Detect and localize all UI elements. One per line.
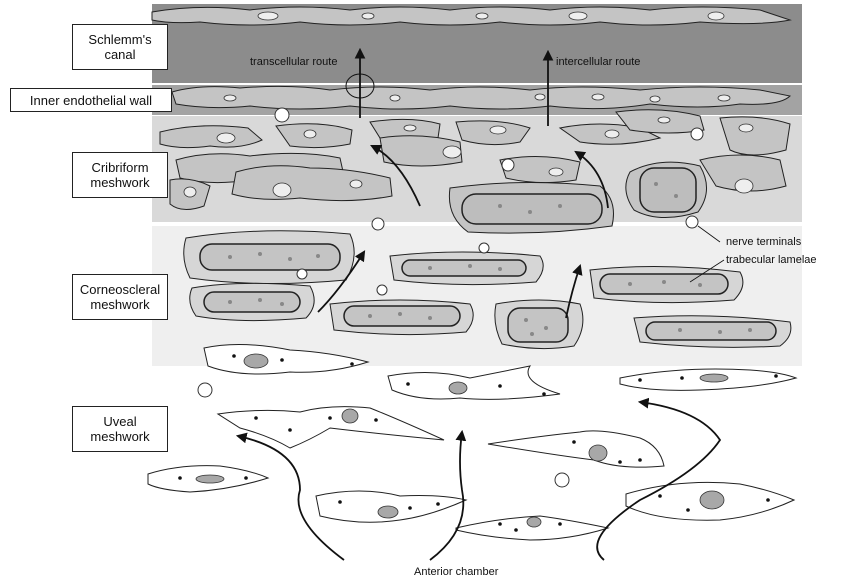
nerve-terminal-uveal (197, 382, 213, 398)
uveal-cells (147, 343, 798, 541)
annotation-anterior-chamber: Anterior chamber (414, 566, 499, 578)
annotation-transcellular-route: transcellular route (250, 56, 338, 68)
label-corneoscleral-meshwork: Corneoscleral meshwork (72, 274, 168, 320)
nerve-leader (697, 225, 721, 243)
label-uveal-meshwork: Uveal meshwork (72, 406, 168, 452)
cribriform-lamellae (448, 161, 707, 234)
lamelae-leader (689, 259, 725, 283)
inner-wall-cells (171, 85, 792, 110)
canal-endothelium (151, 6, 792, 26)
corneoscleral-lamellae (183, 230, 792, 350)
cribriform-cells (159, 109, 791, 210)
label-inner-endothelial-wall: Inner endothelial wall (10, 88, 172, 112)
annotation-trabecular-lamelae: trabecular lamelae (726, 254, 817, 266)
label-schlemms-canal: Schlemm's canal (72, 24, 168, 70)
annotation-nerve-terminals: nerve terminals (726, 236, 802, 248)
annotation-intercellular-route: intercellular route (556, 56, 641, 68)
label-cribriform-meshwork: Cribriform meshwork (72, 152, 168, 198)
flow-arrows (235, 47, 722, 561)
